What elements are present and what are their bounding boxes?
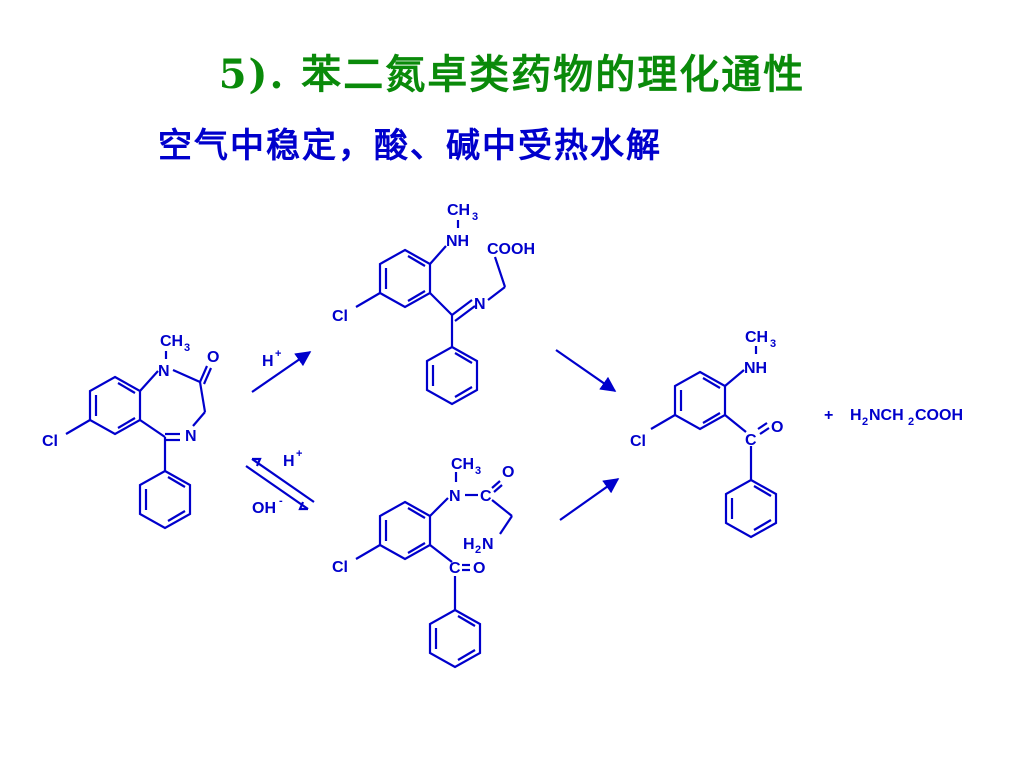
molecule-amino-amide: Cl CH 3 N C O H 2 N C O — [332, 456, 514, 669]
atom-label: Cl — [630, 433, 646, 450]
reagent-label: H — [283, 453, 295, 470]
atom-label: NH — [744, 360, 767, 377]
atom-label: CH — [160, 333, 183, 350]
plus-sign: + — [824, 407, 833, 424]
arrow-convergent-bottom — [559, 478, 620, 521]
arrow-equilibrium: H + OH - — [245, 448, 315, 517]
formula-part: COOH — [915, 407, 963, 424]
atom-label: N — [185, 428, 197, 445]
atom-subscript: 3 — [770, 338, 776, 350]
atom-label: N — [474, 296, 486, 313]
arrow-convergent-top — [555, 349, 617, 392]
atom-label: N — [449, 488, 461, 505]
reagent-label: OH — [252, 500, 276, 517]
atom-label: N — [482, 536, 494, 553]
formula-part: NCH — [869, 407, 904, 424]
atom-label: Cl — [42, 433, 58, 450]
atom-label: C — [449, 560, 461, 577]
molecule-benzophenone: Cl NH CH 3 C O — [630, 329, 783, 539]
atom-label: CH — [451, 456, 474, 473]
atom-label: N — [158, 363, 170, 380]
reagent-superscript: - — [279, 495, 283, 507]
atom-label: C — [480, 488, 492, 505]
atom-subscript: 3 — [472, 211, 478, 223]
atom-label: O — [502, 464, 514, 481]
atom-subscript: 3 — [184, 342, 190, 354]
atom-label: C — [745, 432, 757, 449]
atom-label: COOH — [487, 241, 535, 258]
byproduct-glycine: + H 2 NCH 2 COOH — [824, 407, 963, 428]
atom-subscript: 3 — [475, 465, 481, 477]
formula-part: H — [850, 407, 862, 424]
molecule-diazepam: Cl N O N CH 3 — [42, 333, 219, 530]
atom-label: O — [473, 560, 485, 577]
slide-subtitle: 空气中稳定，酸、碱中受热水解 — [158, 126, 662, 166]
molecule-imine-acid: Cl NH CH 3 N COOH — [332, 202, 535, 406]
atom-label: Cl — [332, 559, 348, 576]
arrow-acid: H + — [251, 348, 312, 393]
atom-label: O — [771, 419, 783, 436]
formula-subscript: 2 — [908, 416, 914, 428]
atom-label: CH — [745, 329, 768, 346]
reagent-label: H — [262, 353, 274, 370]
slide-title: 5). 苯二氮卓类药物的理化通性 — [218, 51, 806, 98]
reagent-superscript: + — [275, 348, 281, 360]
atom-label: NH — [446, 233, 469, 250]
reagent-superscript: + — [296, 448, 302, 460]
atom-label: O — [207, 349, 219, 366]
formula-subscript: 2 — [862, 416, 868, 428]
atom-label: Cl — [332, 308, 348, 325]
atom-label: H — [463, 536, 475, 553]
atom-label: CH — [447, 202, 470, 219]
atom-subscript: 2 — [475, 544, 481, 556]
